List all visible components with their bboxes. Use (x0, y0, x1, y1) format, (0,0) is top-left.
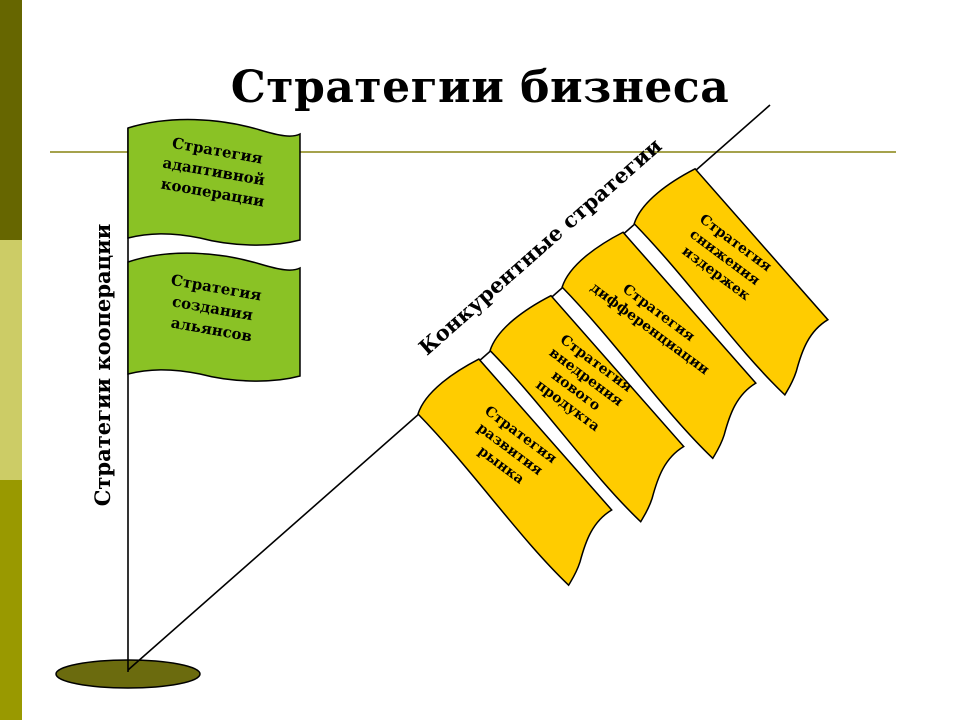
flag-alliances: Стратегия создания альянсов (127, 252, 301, 382)
cooperation-pole-label: Стратегии кооперации (90, 224, 115, 507)
slide-title: Стратегии бизнеса (230, 62, 730, 113)
flag-differentiation: Стратегия дифференциации (561, 231, 757, 460)
flag-market-development: Стратегия развития рынка (417, 358, 613, 587)
sidebar-band-top (0, 0, 22, 240)
flag-adaptive-cooperation: Стратегия адаптивной кооперации (127, 118, 301, 246)
title-divider (50, 151, 896, 153)
sidebar-band-middle (0, 240, 22, 480)
competitive-flags: Стратегия развития рынка Стратегия внедр… (417, 167, 830, 587)
sidebar-band-bottom (0, 480, 22, 720)
flag-cost-reduction: Стратегия снижения издержек (633, 167, 830, 397)
